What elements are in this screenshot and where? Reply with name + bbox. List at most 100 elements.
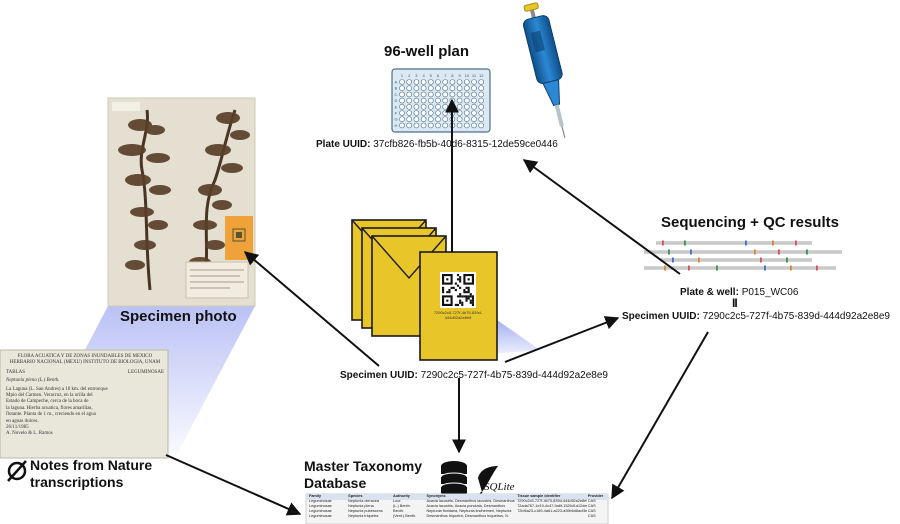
- plate-well: [399, 91, 405, 98]
- plate-well: [442, 85, 449, 91]
- sqlite-label: SQLite: [484, 481, 515, 493]
- plate-row-label: H: [395, 123, 398, 128]
- notes-title-line1: Notes from Nature: [30, 457, 153, 473]
- plate-well: [449, 79, 456, 85]
- plate-well: [413, 79, 420, 85]
- database-icon: [440, 461, 468, 498]
- table-cell: CAS: [587, 499, 596, 503]
- plate-row-label: E: [395, 104, 398, 109]
- database-title-line1: Master Taxonomy: [304, 458, 422, 474]
- plate-col-label: 2: [408, 73, 411, 78]
- plate-col-label: 7: [444, 73, 447, 78]
- plate-well: [420, 85, 427, 91]
- plate-col-label: 4: [422, 73, 425, 78]
- label-body-line: en aguas dulces.: [6, 418, 39, 424]
- plate-well: [456, 91, 463, 98]
- plate-well: [456, 110, 463, 116]
- table-cell: Leguminosae: [309, 504, 332, 508]
- variant-mark: [698, 257, 700, 263]
- plate-well: [420, 79, 427, 85]
- plate-well: [427, 97, 434, 104]
- sequencing-specimen-uuid: Specimen UUID: 7290c2c5-727f-4b75-839d-4…: [622, 311, 890, 322]
- plate-uuid-label: Plate UUID:: [316, 139, 371, 150]
- plate-well: [478, 122, 485, 129]
- plate-well: [399, 97, 405, 104]
- plate-well: [471, 110, 477, 116]
- variant-mark: [806, 249, 808, 255]
- table-cell: 72bf6a23-c189-4a61-a223-a39b6d8acf3eb: [517, 509, 587, 513]
- plate-well: [471, 122, 477, 129]
- plate-well: [456, 104, 463, 110]
- table-cell: Neptunia floridana, Neptunia lindheimeri…: [426, 509, 512, 513]
- plate-well: [478, 97, 485, 104]
- label-family: LEGUMINOSAE: [127, 369, 164, 375]
- plate-well: [413, 97, 420, 104]
- table-cell: Desmanthus triquetra, Desmanthus triquet…: [426, 514, 509, 518]
- plate-well: [427, 91, 434, 98]
- plate-well: [478, 116, 485, 122]
- variant-mark: [772, 240, 774, 246]
- table-cell: CAS: [587, 514, 596, 518]
- database-title: Master Taxonomy Database: [304, 458, 422, 492]
- pipette-icon: [522, 2, 566, 138]
- table-cell: Neptunia oleracea: [348, 499, 379, 503]
- table-cell: Benth.: [393, 509, 405, 513]
- sequence-read-track: [644, 266, 836, 270]
- plate-row-label: C: [395, 92, 398, 97]
- plate-well-label: Plate & well:: [680, 287, 739, 298]
- plate-well: [442, 97, 449, 104]
- sequence-read-track: [644, 250, 842, 254]
- plate-uuid-value: 37cfb826-fb5b-40d6-8315-12de59ce0446: [373, 139, 558, 150]
- plate-well: [413, 122, 420, 129]
- label-body-line: Mpio del Carmen. Veracruz, en la orilla …: [6, 393, 93, 399]
- plate-well: [471, 79, 477, 85]
- plate-well: [399, 79, 405, 85]
- plate-col-label: 8: [451, 73, 454, 78]
- plate-well: [399, 85, 405, 91]
- variant-mark: [786, 257, 788, 263]
- plate-row-label: A: [395, 80, 398, 85]
- plate-well: [471, 91, 477, 98]
- plate-well: [456, 97, 463, 104]
- label-species: Neptunia plena (L.) Benth.: [6, 378, 60, 384]
- plate-well: [406, 79, 413, 85]
- table-cell: Lour.: [393, 499, 402, 503]
- label-body: La Laguna (L. San Andres) a 10 km. del e…: [6, 387, 164, 438]
- plate-well: [463, 116, 470, 122]
- plate-well: [399, 104, 405, 110]
- plate-well: [406, 116, 413, 122]
- variant-mark: [684, 240, 686, 246]
- table-cell: Acacia lacustris, Acacia punctata, Desma…: [426, 504, 506, 508]
- plate-col-label: 6: [437, 73, 440, 78]
- plate-well: [456, 85, 463, 91]
- table-cell: (Vent.) Benth.: [393, 514, 417, 518]
- plate-well: [463, 91, 470, 98]
- plate-col-label: 3: [415, 73, 418, 78]
- plate-well: [406, 91, 413, 98]
- variant-mark: [778, 249, 780, 255]
- label-body-line: A. Novelo & L. Ramos: [6, 431, 53, 437]
- plate-well: Plate & well: P015_WC06: [680, 287, 798, 298]
- table-cell: CAS: [587, 504, 596, 508]
- sequencing-title: Sequencing + QC results: [661, 214, 839, 231]
- plate-well: [413, 116, 420, 122]
- plate-well: [420, 110, 427, 116]
- plate-well: [471, 104, 477, 110]
- plate-well: [478, 91, 485, 98]
- specimen-uuid-value: 7290c2c5-727f-4b75-839d-444d92a2e8e9: [420, 370, 608, 381]
- plate-well: [456, 122, 463, 129]
- plate-well: [427, 110, 434, 116]
- variant-mark: [745, 240, 747, 246]
- plate-well: [449, 91, 456, 98]
- plate-well: [399, 122, 405, 129]
- plate-well-value: P015_WC06: [741, 287, 799, 298]
- plate-well: [471, 116, 477, 122]
- variant-mark: [754, 249, 756, 255]
- specimen-uuid: Specimen UUID: 7290c2c5-727f-4b75-839d-4…: [340, 370, 608, 381]
- plate-well: [406, 97, 413, 104]
- envelope-qr-caption: 7290c2c5-727f-4b75-839d-444d92a2e8e9: [433, 310, 483, 320]
- label-body-line: 26/11/1985: [6, 425, 29, 431]
- database-column-header: Family: [309, 494, 322, 498]
